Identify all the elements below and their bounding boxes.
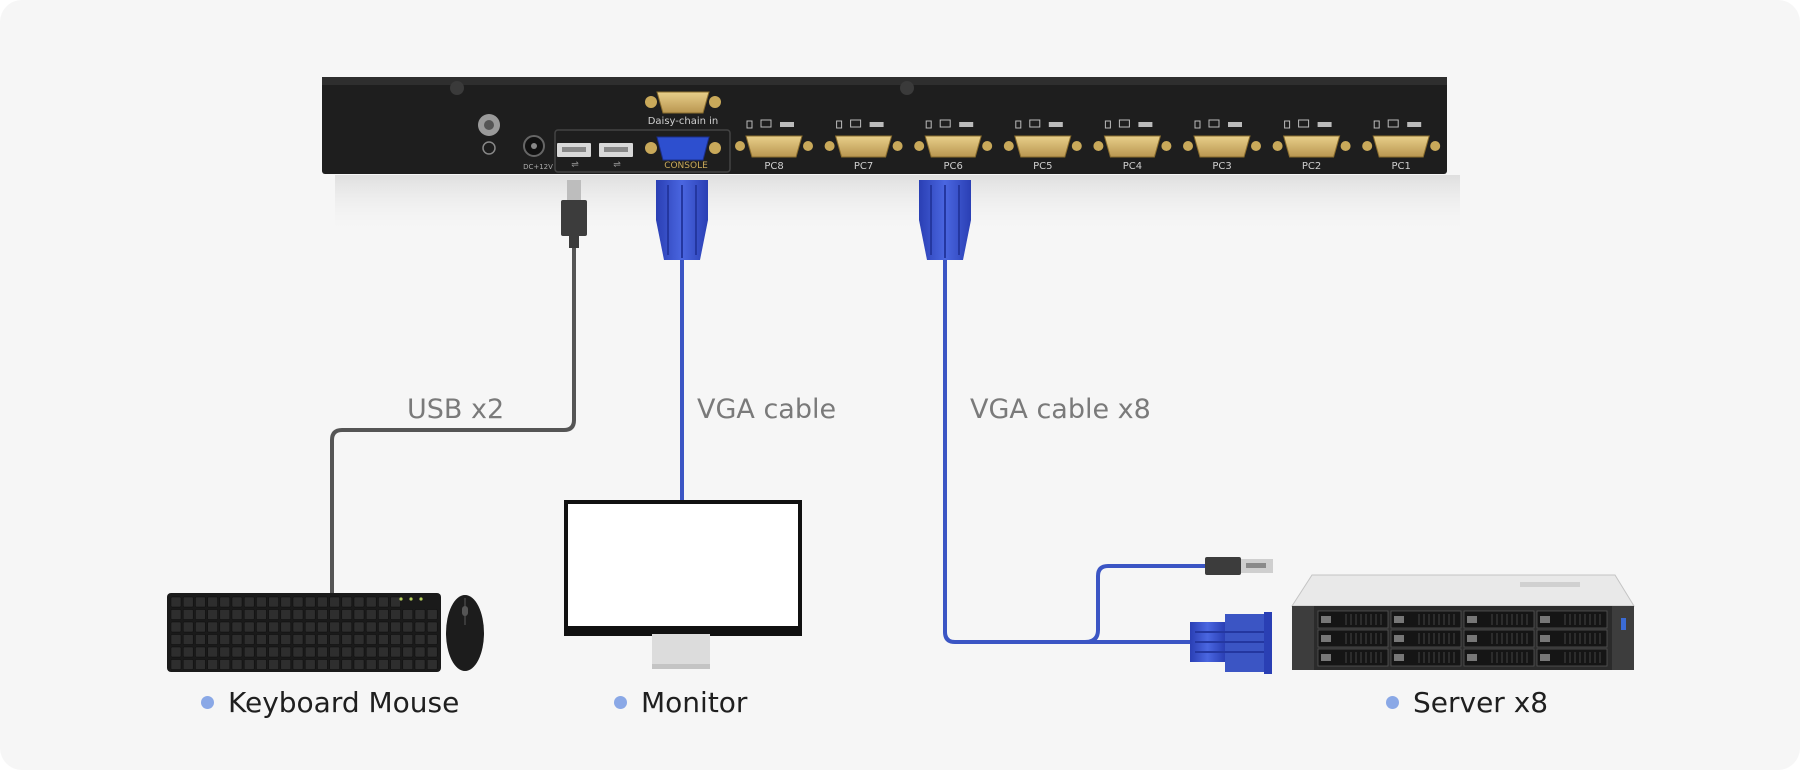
usb-plug-icon xyxy=(1205,557,1273,575)
usb-cable xyxy=(330,245,576,595)
server-label: Server x8 xyxy=(1386,686,1548,719)
pc-port-label: PC4 xyxy=(1123,161,1142,172)
monitor-icon xyxy=(564,500,802,669)
pc-port-row: PC8 PC7 PC6 PC5 PC4 PC3 PC2 PC1 xyxy=(735,119,1441,172)
screw-icon xyxy=(450,81,464,95)
pc-port-pc5: PC5 xyxy=(1003,119,1082,172)
pc-port-label: PC5 xyxy=(1033,161,1052,172)
svg-text:⇌: ⇌ xyxy=(571,160,579,170)
bullet-dot-icon xyxy=(201,696,214,709)
pc-port-pc4: PC4 xyxy=(1093,119,1172,172)
daisy-chain-port xyxy=(645,91,721,114)
pc-port-pc7: PC7 xyxy=(824,119,903,172)
vga-plug-icon xyxy=(1190,612,1272,674)
vga-plug-icon xyxy=(919,180,971,260)
pc-port-pc8: PC8 xyxy=(735,119,813,172)
usb-cable-label: USB x2 xyxy=(407,394,505,425)
ground-terminal-icon xyxy=(478,114,500,155)
mouse-icon xyxy=(446,595,484,671)
pc-port-label: PC1 xyxy=(1392,161,1411,172)
vga-plug-icon xyxy=(656,180,708,260)
bullet-dot-icon xyxy=(1386,696,1399,709)
pc-port-pc2: PC2 xyxy=(1272,119,1351,172)
usb-port-icon xyxy=(557,143,591,157)
kvm-reflection xyxy=(335,175,1460,235)
pc-port-label: PC8 xyxy=(764,161,783,172)
kvm-switch: DC+12V ⇌ ⇌ Daisy-chain in CONSOLE PC8 PC7… xyxy=(322,77,1447,174)
keyboard-icon xyxy=(167,593,441,672)
vga-cable-label: VGA cable xyxy=(697,394,837,425)
dc-power-jack-icon xyxy=(523,135,545,157)
console-vga-port xyxy=(645,136,721,161)
pc-port-label: PC2 xyxy=(1302,161,1321,172)
server-icon xyxy=(1291,574,1635,670)
pc-port-label: PC3 xyxy=(1212,161,1231,172)
usb-plug-icon xyxy=(561,180,587,248)
pc-port-pc3: PC3 xyxy=(1183,119,1261,172)
keyboard-mouse-label: Keyboard Mouse xyxy=(201,686,459,719)
pc-port-label: PC6 xyxy=(944,161,963,172)
vga-cable-servers xyxy=(943,255,1200,644)
monitor-label: Monitor xyxy=(614,686,747,719)
usb-branch-cable xyxy=(1084,564,1205,644)
usb-port-icon xyxy=(599,143,633,157)
power-label: DC+12V xyxy=(523,163,553,171)
console-label: CONSOLE xyxy=(664,161,708,171)
vga-multi-cable-label: VGA cable x8 xyxy=(970,394,1151,425)
keyboard-mouse-text: Keyboard Mouse xyxy=(228,686,460,719)
server-text: Server x8 xyxy=(1413,686,1549,719)
bullet-dot-icon xyxy=(614,696,627,709)
screw-icon xyxy=(900,81,914,95)
monitor-text: Monitor xyxy=(641,686,748,719)
pc-port-pc1: PC1 xyxy=(1362,119,1441,172)
daisy-chain-label: Daisy-chain in xyxy=(648,116,719,127)
pc-port-label: PC7 xyxy=(854,161,873,172)
svg-text:⇌: ⇌ xyxy=(613,160,621,170)
pc-port-pc6: PC6 xyxy=(914,119,993,172)
